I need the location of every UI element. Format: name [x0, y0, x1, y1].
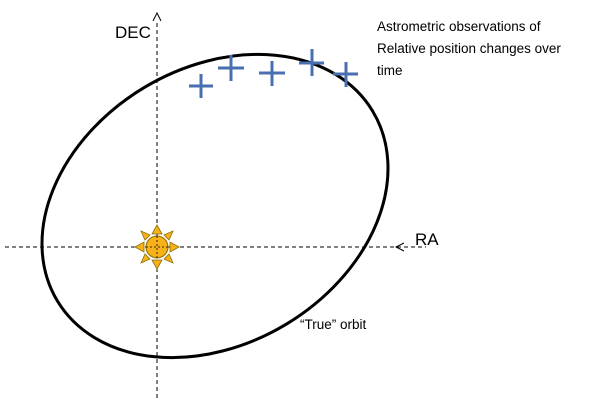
- plus-icon: [189, 74, 213, 98]
- true-orbit-ellipse: [40, 52, 390, 360]
- observation-markers: [189, 49, 358, 98]
- dec-axis-label: DEC: [115, 23, 151, 42]
- sun-icon: [134, 224, 180, 270]
- ra-axis-arrowhead: [394, 242, 405, 252]
- plus-icon: [218, 55, 244, 81]
- annotation-line-2: Relative position changes over: [377, 41, 561, 56]
- plus-icon: [333, 62, 358, 87]
- plus-icon: [299, 49, 324, 76]
- dec-axis-arrowhead: [152, 11, 162, 22]
- orbit-label: “True” orbit: [300, 317, 367, 332]
- annotation-line-3: time: [377, 63, 403, 78]
- plus-icon: [259, 61, 285, 86]
- annotation-line-1: Astrometric observations of: [377, 19, 541, 34]
- ra-axis-label: RA: [415, 230, 439, 249]
